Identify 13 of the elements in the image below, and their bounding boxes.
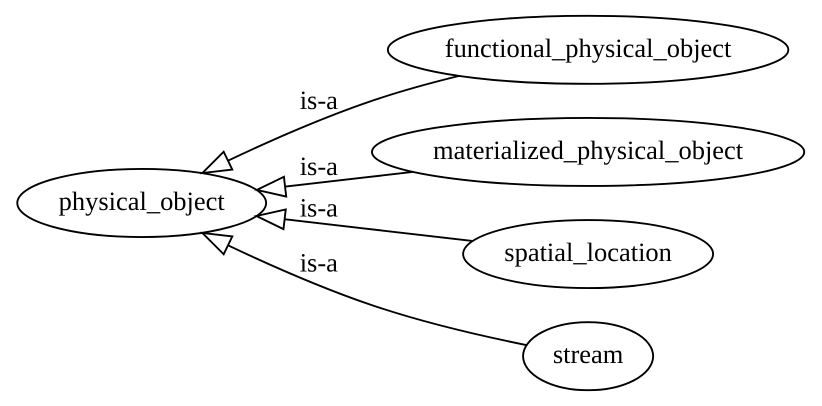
node-ellipse: functional_physical_object xyxy=(386,14,790,85)
arrow xyxy=(200,74,460,174)
edge-label: is-a xyxy=(300,247,338,278)
edge-label: is-a xyxy=(300,84,338,115)
arrow xyxy=(200,232,526,346)
arrow xyxy=(254,208,472,242)
node-ellipse: stream xyxy=(522,321,654,392)
arrow xyxy=(254,171,413,198)
edge-label: is-a xyxy=(300,192,338,223)
node-ellipse: physical_object xyxy=(16,168,268,238)
node-ellipse: materialized_physical_object xyxy=(371,116,806,187)
edge-label: is-a xyxy=(300,151,338,182)
node-ellipse: spatial_location xyxy=(462,219,714,290)
